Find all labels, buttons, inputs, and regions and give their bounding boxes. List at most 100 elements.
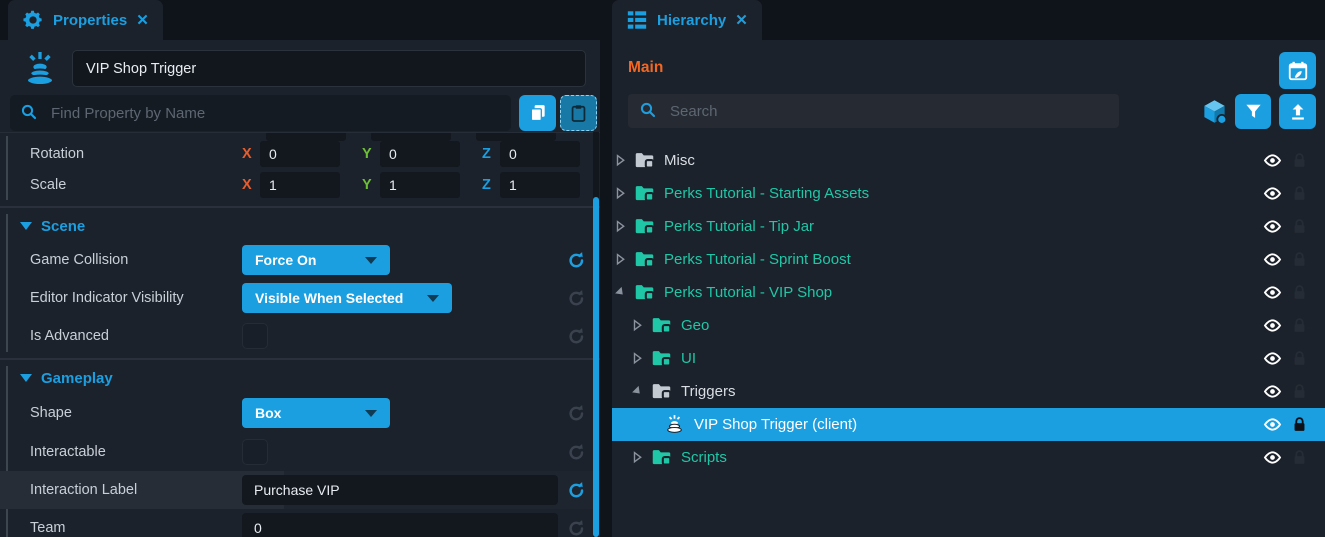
close-icon[interactable]: ✕ <box>136 12 149 29</box>
caret-down-icon <box>427 294 439 302</box>
tree-row-starting-assets[interactable]: Perks Tutorial - Starting Assets <box>612 177 1325 210</box>
lock-icon[interactable] <box>1291 251 1308 268</box>
chevron-down-icon <box>20 222 32 230</box>
lock-icon[interactable] <box>1291 317 1308 334</box>
reset-icon <box>569 518 584 535</box>
tree-row-vip-shop[interactable]: Perks Tutorial - VIP Shop <box>612 276 1325 309</box>
tree-row-misc[interactable]: Misc <box>612 144 1325 177</box>
properties-scrollbar[interactable] <box>593 132 599 537</box>
object-name-input[interactable] <box>72 50 586 87</box>
caret-down-icon <box>365 256 377 264</box>
properties-tabbar: Properties ✕ <box>0 0 600 40</box>
paste-properties-button[interactable] <box>560 95 597 131</box>
expand-arrow-icon[interactable] <box>631 352 644 365</box>
expand-arrow-icon[interactable] <box>631 319 644 332</box>
find-property-box[interactable] <box>10 95 511 131</box>
lock-icon[interactable] <box>1291 185 1308 202</box>
tree-row-vip-shop-trigger-selected[interactable]: VIP Shop Trigger (client) <box>612 408 1325 441</box>
lock-icon[interactable] <box>1291 152 1308 169</box>
tree-row-scripts[interactable]: Scripts <box>612 441 1325 474</box>
scale-z-input[interactable] <box>500 172 580 198</box>
calendar-rocket-icon <box>1288 61 1307 80</box>
lock-icon[interactable] <box>1291 350 1308 367</box>
hierarchy-tabbar: Hierarchy ✕ <box>612 0 1325 40</box>
visibility-eye-icon[interactable] <box>1263 250 1282 269</box>
scene-section-title: Scene <box>41 217 86 235</box>
visibility-eye-icon[interactable] <box>1263 316 1282 335</box>
tree-row-geo[interactable]: Geo <box>612 309 1325 342</box>
visibility-eye-icon[interactable] <box>1263 448 1282 467</box>
rotation-x-input[interactable] <box>260 141 340 167</box>
shape-dropdown[interactable]: Box <box>242 398 390 428</box>
tree-row-tip-jar[interactable]: Perks Tutorial - Tip Jar <box>612 210 1325 243</box>
hierarchy-search-box[interactable] <box>628 94 1119 128</box>
hierarchy-search-input[interactable] <box>668 101 1108 121</box>
reset-team-button[interactable] <box>567 518 586 537</box>
expand-arrow-icon[interactable] <box>631 451 644 464</box>
tree-row-label: Misc <box>664 152 695 169</box>
scene-section-header[interactable]: Scene <box>0 211 600 241</box>
indicator-visibility-dropdown[interactable]: Visible When Selected <box>242 283 452 313</box>
reset-interactable-button[interactable] <box>567 442 586 462</box>
expand-arrow-icon[interactable] <box>614 187 627 200</box>
visibility-eye-icon[interactable] <box>1263 184 1282 203</box>
scale-y-input[interactable] <box>380 172 460 198</box>
hierarchy-tree: Misc Perks Tutorial - Starting Assets <box>612 144 1325 537</box>
axis-y-label: Y <box>362 146 372 162</box>
scene-events-button[interactable] <box>1279 52 1316 89</box>
is-advanced-checkbox[interactable] <box>242 323 268 349</box>
tree-row-ui[interactable]: UI <box>612 342 1325 375</box>
lock-icon[interactable] <box>1291 218 1308 235</box>
section-divider <box>0 355 600 363</box>
indicator-visibility-label: Editor Indicator Visibility <box>30 290 184 306</box>
folder-icon <box>634 185 655 202</box>
reset-interaction-label-button[interactable] <box>567 480 586 500</box>
game-collision-dropdown[interactable]: Force On <box>242 245 390 275</box>
rotation-z-input[interactable] <box>500 141 580 167</box>
scrollbar-thumb[interactable] <box>593 197 599 537</box>
team-input[interactable] <box>242 513 558 537</box>
tab-properties[interactable]: Properties ✕ <box>8 0 163 40</box>
find-property-input[interactable] <box>49 103 501 123</box>
interaction-label-input[interactable] <box>242 475 558 505</box>
gameplay-section-header[interactable]: Gameplay <box>0 363 600 393</box>
copy-properties-button[interactable] <box>519 95 556 131</box>
visibility-eye-icon[interactable] <box>1263 415 1282 434</box>
rotation-row: Rotation X Y Z <box>0 141 600 167</box>
is-advanced-label: Is Advanced <box>30 328 109 344</box>
lock-icon[interactable] <box>1291 416 1308 433</box>
object-visibility-cube-icon[interactable] <box>1201 98 1228 125</box>
visibility-eye-icon[interactable] <box>1263 217 1282 236</box>
close-icon[interactable]: ✕ <box>735 12 748 29</box>
scene-section: Scene Game Collision Force On Editor Ind… <box>0 211 600 355</box>
visibility-eye-icon[interactable] <box>1263 151 1282 170</box>
visibility-eye-icon[interactable] <box>1263 349 1282 368</box>
filter-button[interactable] <box>1235 94 1271 129</box>
hierarchy-panel: Hierarchy ✕ Main <box>612 0 1325 537</box>
expand-arrow-icon[interactable] <box>614 154 627 167</box>
tab-properties-label: Properties <box>53 11 128 29</box>
tree-row-triggers[interactable]: Triggers <box>612 375 1325 408</box>
tab-hierarchy[interactable]: Hierarchy ✕ <box>612 0 762 40</box>
lock-icon[interactable] <box>1291 383 1308 400</box>
reset-game-collision-button[interactable] <box>567 250 586 270</box>
visibility-eye-icon[interactable] <box>1263 283 1282 302</box>
scale-x-input[interactable] <box>260 172 340 198</box>
reset-shape-button[interactable] <box>567 403 586 423</box>
visibility-eye-icon[interactable] <box>1263 382 1282 401</box>
upload-button[interactable] <box>1279 94 1316 129</box>
reset-is-advanced-button[interactable] <box>567 326 586 346</box>
expand-arrow-icon[interactable] <box>614 220 627 233</box>
scene-name-label: Main <box>628 59 664 76</box>
tree-row-sprint-boost[interactable]: Perks Tutorial - Sprint Boost <box>612 243 1325 276</box>
lock-icon[interactable] <box>1291 449 1308 466</box>
collapse-arrow-icon[interactable] <box>614 286 627 299</box>
gameplay-section-title: Gameplay <box>41 369 113 387</box>
rotation-y-input[interactable] <box>380 141 460 167</box>
collapse-arrow-icon[interactable] <box>631 385 644 398</box>
interactable-checkbox[interactable] <box>242 439 268 465</box>
lock-icon[interactable] <box>1291 284 1308 301</box>
tree-row-label: Perks Tutorial - Tip Jar <box>664 218 815 235</box>
reset-indicator-button[interactable] <box>567 288 586 308</box>
expand-arrow-icon[interactable] <box>614 253 627 266</box>
